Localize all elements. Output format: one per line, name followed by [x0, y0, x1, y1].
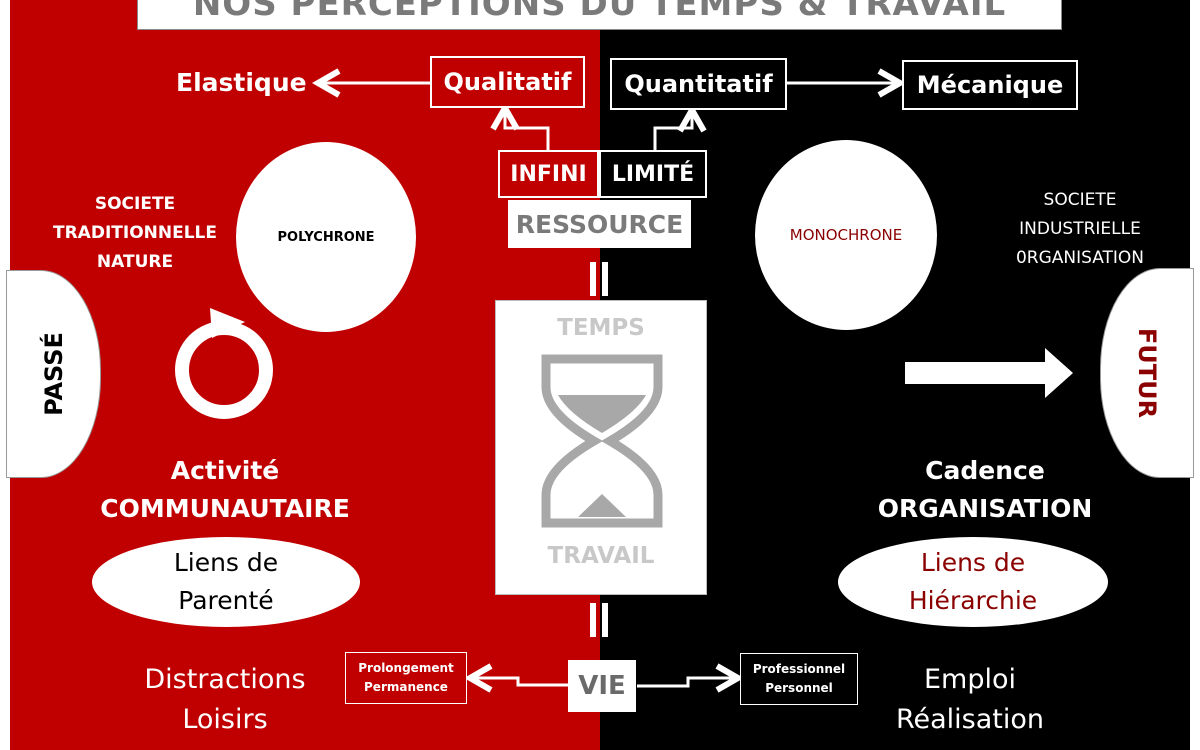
box-quantitatif: Quantitatif: [610, 58, 787, 110]
travail-label: TRAVAIL: [547, 543, 655, 569]
text-line: Liens de: [173, 548, 279, 577]
text-line: Cadence: [925, 456, 1045, 485]
left-heading: Activité COMMUNAUTAIRE: [60, 452, 390, 528]
text-line: Emploi: [923, 664, 1017, 695]
ellipse-liens-hierarchie: Liens de Hiérarchie: [838, 537, 1108, 627]
tab-futur-label: FUTUR: [1132, 327, 1161, 419]
tab-passe-label: PASSÉ: [39, 332, 68, 416]
text-line: Parenté: [178, 586, 274, 615]
text-line: NATURE: [96, 252, 174, 272]
text-line: Réalisation: [895, 704, 1045, 735]
arrow-to-professionnel: [637, 678, 738, 686]
left-society-label: SOCIETE TRADITIONNELLE NATURE: [40, 190, 230, 277]
forward-arrow-icon: [905, 348, 1073, 398]
text-line: Permanence: [364, 680, 448, 694]
text-line: Loisirs: [182, 704, 268, 735]
text-line: Prolongement: [358, 661, 454, 675]
equals-bar: [590, 603, 596, 637]
box-mecanique: Mécanique: [902, 60, 1078, 110]
temps-travail-panel: TEMPS TRAVAIL: [495, 300, 707, 595]
arrow-to-prolongement: [470, 678, 568, 685]
tab-passe: PASSÉ: [6, 270, 101, 478]
left-bottom-text: Distractions Loisirs: [110, 660, 340, 740]
right-heading: Cadence ORGANISATION: [820, 452, 1150, 528]
equals-bar: [602, 262, 608, 296]
arrow-to-qualitatif: [505, 108, 550, 150]
text-line: SOCIETE: [94, 194, 176, 214]
arrow-to-quantitatif: [653, 110, 692, 150]
text-line: Distractions: [144, 664, 306, 695]
equals-bar: [590, 262, 596, 296]
text-line: ORGANISATION: [877, 494, 1093, 523]
cycle-icon: [175, 321, 273, 419]
circle-polychrone: POLYCHRONE: [236, 142, 416, 332]
cycle-arrowhead-icon: [210, 308, 245, 338]
hourglass-icon: [541, 354, 663, 528]
text-line: Professionnel: [752, 662, 846, 676]
vie-label: VIE: [568, 660, 636, 712]
ellipse-liens-parente: Liens de Parenté: [92, 537, 360, 627]
text-line: TRADITIONNELLE: [53, 223, 217, 243]
label-elastique: Elastique: [176, 68, 307, 97]
text-line: Personnel: [765, 681, 833, 695]
temps-label: TEMPS: [557, 315, 645, 341]
ressource-label: RESSOURCE: [508, 200, 691, 248]
text-line: INDUSTRIELLE: [1019, 219, 1141, 239]
box-limite: LIMITÉ: [599, 150, 707, 198]
text-line: Activité: [170, 456, 280, 485]
box-qualitatif: Qualitatif: [430, 56, 585, 108]
circle-monochrone: MONOCHRONE: [755, 140, 937, 330]
text-line: COMMUNAUTAIRE: [100, 494, 350, 523]
page-title: NOS PERCEPTIONS DU TEMPS & TRAVAIL: [137, 0, 1062, 30]
text-line: SOCIETE: [1043, 190, 1117, 210]
right-bottom-text: Emploi Réalisation: [860, 660, 1080, 740]
text-line: Liens de: [920, 548, 1026, 577]
right-society-label: SOCIETE INDUSTRIELLE 0RGANISATION: [985, 186, 1175, 273]
box-infini: INFINI: [498, 150, 599, 198]
text-line: Hiérarchie: [908, 586, 1038, 615]
text-line: 0RGANISATION: [1015, 248, 1145, 268]
equals-bar: [602, 603, 608, 637]
